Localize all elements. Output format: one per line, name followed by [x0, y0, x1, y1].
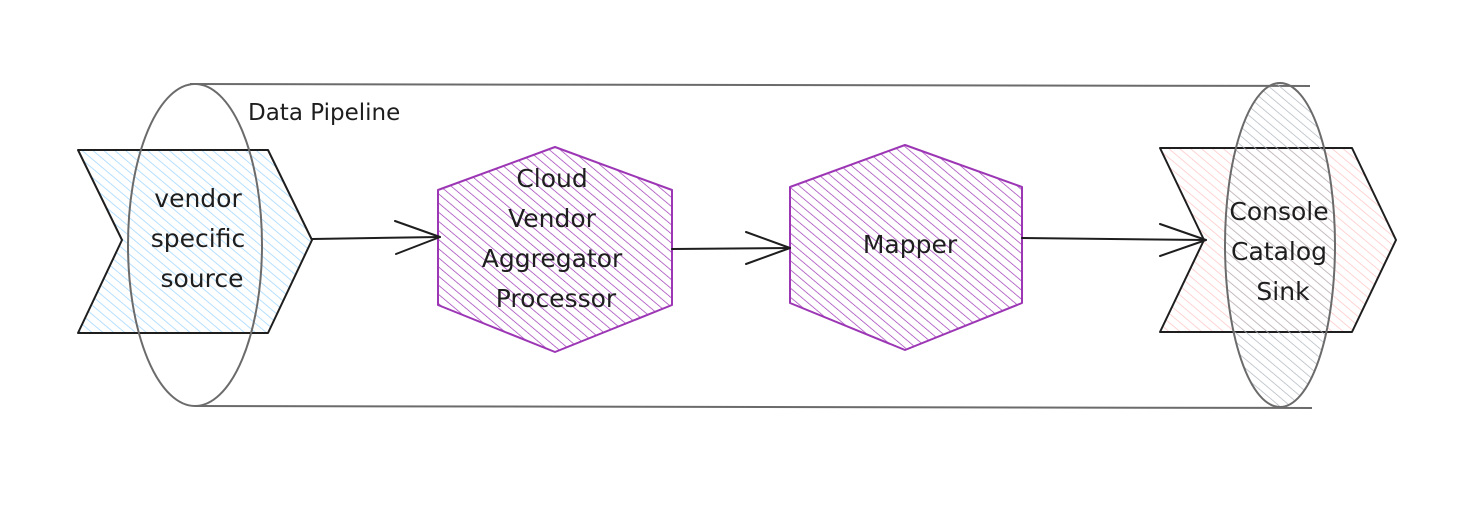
mapper-label-line: Mapper [863, 230, 958, 259]
processor-label: Cloud Vendor Aggregator Processor [482, 164, 630, 313]
pipeline-bottom-line [194, 405, 1313, 409]
node-processor [437, 146, 673, 353]
source-label-line: specific [151, 224, 245, 253]
mapper-label: Mapper [863, 230, 958, 259]
source-chevron-shape [77, 149, 313, 334]
diagram-title: Data Pipeline [248, 100, 400, 126]
edges [311, 220, 1207, 265]
sink-label-line: Sink [1256, 277, 1310, 306]
mapper-hexagon-shape [789, 144, 1023, 351]
arrow-source-to-processor [311, 220, 441, 255]
arrowhead [745, 231, 791, 265]
arrow-processor-to-mapper [671, 231, 791, 265]
processor-label-line: Vendor [508, 204, 597, 233]
processor-hexagon-shape [437, 146, 673, 353]
pipeline-right-end [1224, 82, 1336, 408]
sink-label-line: Console [1229, 197, 1328, 226]
sink-label: Console Catalog Sink [1229, 197, 1336, 306]
source-label: vendor specific source [151, 184, 253, 293]
source-label-line: vendor [154, 184, 242, 213]
node-source [77, 149, 313, 334]
arrowhead [1159, 223, 1207, 257]
pipeline-cylinder [189, 83, 1313, 409]
source-label-line: source [160, 264, 243, 293]
arrowhead [394, 220, 441, 255]
arrow-mapper-to-sink [1021, 223, 1207, 257]
sink-label-line: Catalog [1231, 237, 1327, 266]
pipeline-top-line [189, 83, 1311, 87]
processor-label-line: Cloud [516, 164, 587, 193]
processor-label-line: Processor [496, 284, 617, 313]
pipeline-left-end [127, 83, 263, 407]
node-mapper [789, 144, 1023, 351]
processor-label-line: Aggregator [482, 244, 623, 273]
